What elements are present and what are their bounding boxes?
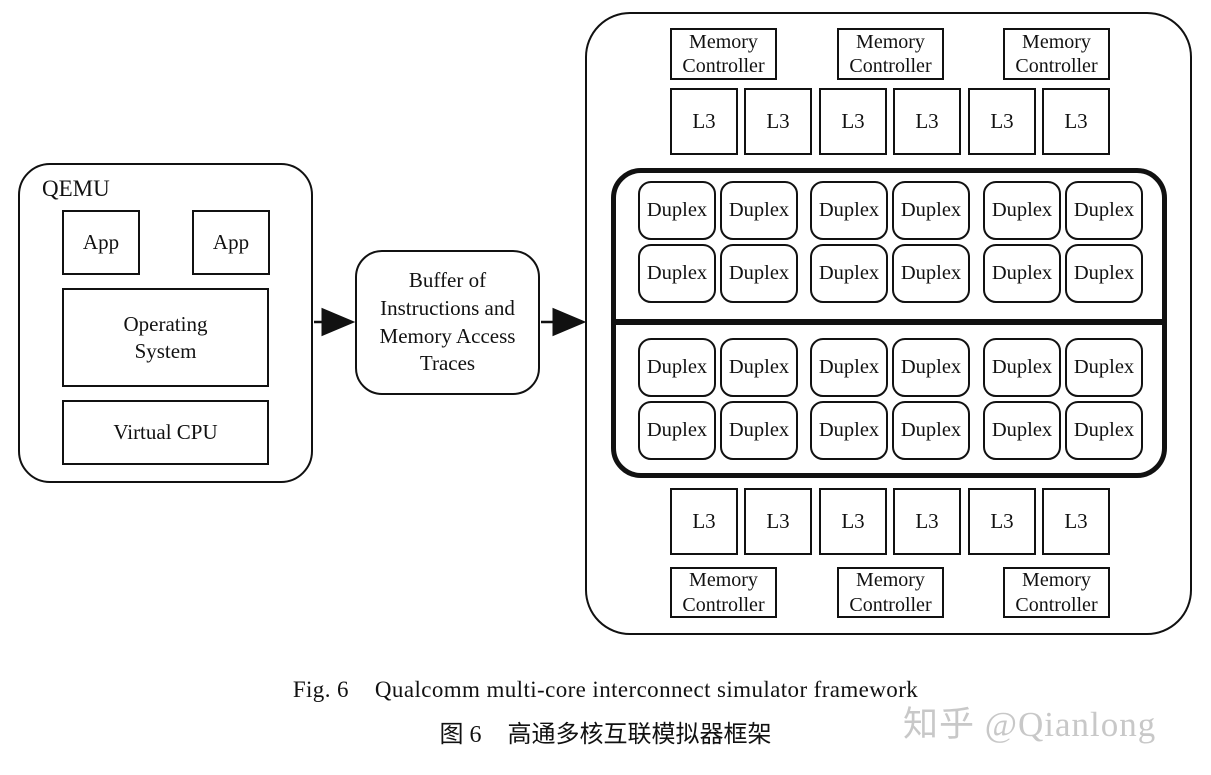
duplex-box: Duplex xyxy=(1065,401,1143,460)
duplex-box: Duplex xyxy=(983,338,1061,397)
duplex-box: Duplex xyxy=(810,244,888,303)
memory-controller-bottom-1: Memory Controller xyxy=(670,567,777,618)
virtual-cpu-box: Virtual CPU xyxy=(62,400,269,465)
duplex-box: Duplex xyxy=(983,401,1061,460)
cluster-divider-line xyxy=(611,319,1167,325)
figure-title: Qualcomm multi-core interconnect simulat… xyxy=(374,677,919,702)
duplex-box: Duplex xyxy=(892,244,970,303)
l3-box-top-6: L3 xyxy=(1042,88,1110,155)
duplex-box: Duplex xyxy=(810,338,888,397)
buffer-box: Buffer of Instructions and Memory Access… xyxy=(355,250,540,395)
duplex-box: Duplex xyxy=(983,244,1061,303)
duplex-box: Duplex xyxy=(638,244,716,303)
duplex-box: Duplex xyxy=(1065,244,1143,303)
duplex-box: Duplex xyxy=(892,181,970,240)
memory-controller-top-2: Memory Controller xyxy=(837,28,944,80)
duplex-box: Duplex xyxy=(638,181,716,240)
duplex-box: Duplex xyxy=(720,338,798,397)
duplex-box: Duplex xyxy=(810,401,888,460)
l3-box-top-5: L3 xyxy=(968,88,1036,155)
operating-system-label: Operating System xyxy=(123,312,208,363)
memory-controller-label: Memory Controller xyxy=(1015,30,1098,77)
duplex-box: Duplex xyxy=(1065,338,1143,397)
memory-controller-top-3: Memory Controller xyxy=(1003,28,1110,80)
duplex-box: Duplex xyxy=(892,401,970,460)
figure-number: Fig. 6 xyxy=(292,677,349,702)
operating-system-box: Operating System xyxy=(62,288,269,387)
memory-controller-top-1: Memory Controller xyxy=(670,28,777,80)
figure-caption-chinese: 图 6 高通多核互联模拟器框架 xyxy=(0,714,1211,749)
memory-controller-bottom-3: Memory Controller xyxy=(1003,567,1110,618)
l3-box-bottom-5: L3 xyxy=(968,488,1036,555)
duplex-box: Duplex xyxy=(1065,181,1143,240)
duplex-box: Duplex xyxy=(720,244,798,303)
duplex-box: Duplex xyxy=(892,338,970,397)
memory-controller-label: Memory Controller xyxy=(682,569,765,616)
memory-controller-label: Memory Controller xyxy=(849,30,932,77)
memory-controller-label: Memory Controller xyxy=(1015,569,1098,616)
duplex-box: Duplex xyxy=(638,401,716,460)
figure-title-zh: 高通多核互联模拟器框架 xyxy=(507,722,772,748)
qemu-group-box: QEMU App App Operating System Virtual CP… xyxy=(18,163,313,483)
app-box-1: App xyxy=(62,210,140,275)
memory-controller-label: Memory Controller xyxy=(849,569,932,616)
qemu-label: QEMU xyxy=(42,176,110,201)
l3-box-bottom-1: L3 xyxy=(670,488,738,555)
duplex-box: Duplex xyxy=(810,181,888,240)
figure-caption-english: Fig. 6 Qualcomm multi-core interconnect s… xyxy=(0,677,1211,703)
buffer-label: Buffer of Instructions and Memory Access… xyxy=(379,268,516,376)
l3-box-top-4: L3 xyxy=(893,88,961,155)
l3-box-top-1: L3 xyxy=(670,88,738,155)
l3-box-bottom-4: L3 xyxy=(893,488,961,555)
duplex-box: Duplex xyxy=(983,181,1061,240)
duplex-box: Duplex xyxy=(720,401,798,460)
l3-box-bottom-3: L3 xyxy=(819,488,887,555)
duplex-box: Duplex xyxy=(638,338,716,397)
l3-box-top-2: L3 xyxy=(744,88,812,155)
duplex-box: Duplex xyxy=(720,181,798,240)
app-box-2: App xyxy=(192,210,270,275)
l3-box-top-3: L3 xyxy=(819,88,887,155)
memory-controller-bottom-2: Memory Controller xyxy=(837,567,944,618)
zhihu-watermark: 知乎 @Qianlong xyxy=(903,705,1157,744)
l3-box-bottom-6: L3 xyxy=(1042,488,1110,555)
l3-box-bottom-2: L3 xyxy=(744,488,812,555)
memory-controller-label: Memory Controller xyxy=(682,30,765,77)
figure-number-zh: 图 6 xyxy=(439,722,482,748)
